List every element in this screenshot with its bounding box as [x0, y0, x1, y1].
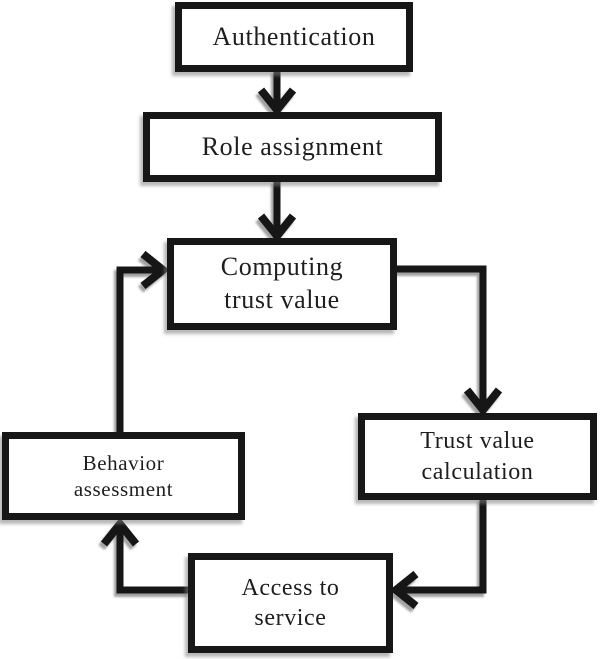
- node-behavior-assessment-label: Behavior assessment: [73, 450, 174, 501]
- node-role-assignment-label: Role assignment: [201, 131, 384, 161]
- edge-access-to-service-to-behavior-assessment: [116, 524, 190, 594]
- node-access-to-service-label: Access to service: [241, 574, 340, 631]
- arrowhead-right-icon: [140, 250, 170, 290]
- arrowhead-left-icon: [389, 570, 419, 610]
- arrowhead-up-icon: [100, 517, 140, 547]
- node-access-to-service: Access to service: [188, 553, 393, 653]
- node-computing-trust-value-label: Computing trust value: [220, 252, 344, 314]
- edge-computing-trust-value-to-trust-value-calculation: [395, 265, 487, 410]
- node-authentication: Authentication: [175, 2, 413, 72]
- node-role-assignment: Role assignment: [143, 112, 442, 182]
- arrowhead-down-icon: [463, 387, 503, 417]
- arrowhead-down-icon: [257, 87, 297, 117]
- node-computing-trust-value: Computing trust value: [167, 238, 397, 330]
- node-authentication-label: Authentication: [212, 21, 376, 51]
- node-behavior-assessment: Behavior assessment: [2, 432, 245, 520]
- node-trust-value-calculation-label: Trust value calculation: [420, 428, 535, 485]
- edge-behavior-assessment-to-computing-trust-value: [116, 266, 163, 434]
- arrowhead-down-icon: [257, 213, 297, 243]
- node-trust-value-calculation: Trust value calculation: [358, 413, 597, 500]
- edge-trust-value-calculation-to-access-to-service: [396, 498, 487, 594]
